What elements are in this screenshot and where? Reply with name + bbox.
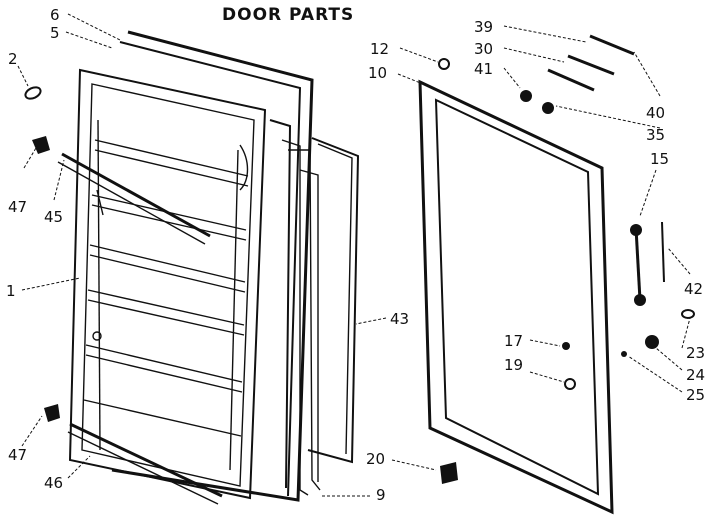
callout-20: 20 bbox=[366, 450, 385, 468]
diagram-title: DOOR PARTS bbox=[222, 5, 354, 25]
callout-42: 42 bbox=[684, 280, 703, 298]
callout-35: 35 bbox=[646, 126, 665, 144]
callout-25: 25 bbox=[686, 386, 705, 404]
callout-9: 9 bbox=[376, 486, 386, 504]
door-liner bbox=[68, 68, 267, 500]
callout-47-top: 47 bbox=[8, 198, 27, 216]
callout-47-bottom: 47 bbox=[8, 446, 27, 464]
door-panel bbox=[307, 137, 360, 464]
callout-10: 10 bbox=[368, 64, 387, 82]
callout-30: 30 bbox=[474, 40, 493, 58]
callout-39: 39 bbox=[474, 18, 493, 36]
callout-46: 46 bbox=[44, 474, 63, 492]
callout-40: 40 bbox=[646, 104, 665, 122]
callout-23: 23 bbox=[686, 344, 705, 362]
callout-2: 2 bbox=[8, 50, 18, 68]
callout-labels: 6 5 2 47 45 1 47 46 9 43 12 10 39 30 41 … bbox=[6, 6, 705, 504]
small-parts bbox=[24, 34, 695, 505]
callout-1: 1 bbox=[6, 282, 16, 300]
door-frame bbox=[418, 79, 614, 515]
callout-15: 15 bbox=[650, 150, 669, 168]
leader-lines bbox=[17, 13, 691, 497]
callout-43: 43 bbox=[390, 310, 409, 328]
callout-45: 45 bbox=[44, 208, 63, 226]
callout-19: 19 bbox=[504, 356, 523, 374]
callout-17: 17 bbox=[504, 332, 523, 350]
door-gasket bbox=[111, 30, 321, 502]
callout-24: 24 bbox=[686, 366, 705, 384]
callout-41: 41 bbox=[474, 60, 493, 78]
callout-6: 6 bbox=[50, 6, 60, 24]
callout-5: 5 bbox=[50, 24, 60, 42]
callout-12: 12 bbox=[370, 40, 389, 58]
